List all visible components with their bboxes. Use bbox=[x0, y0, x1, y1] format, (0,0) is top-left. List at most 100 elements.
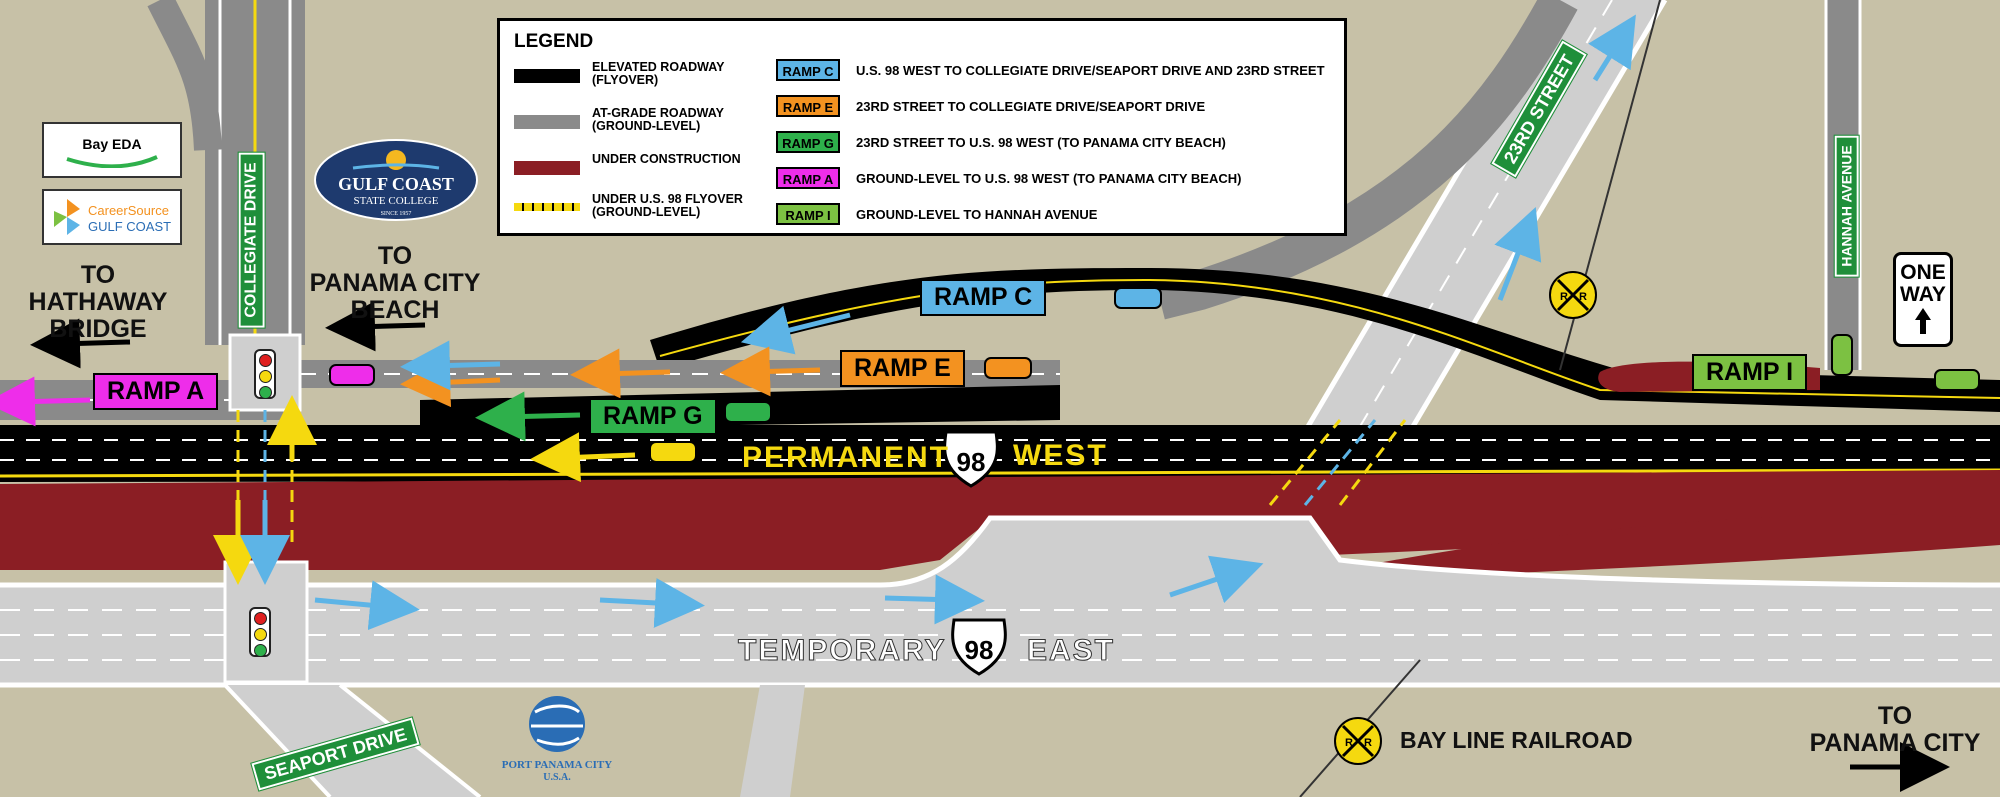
legend-ramp-code: RAMP E bbox=[776, 95, 840, 117]
railroad-crossing-icon: R R bbox=[1334, 717, 1382, 765]
direction-arrow-icon bbox=[1169, 555, 1264, 604]
svg-text:U.S.A.: U.S.A. bbox=[543, 772, 571, 783]
one-way-text: WAY bbox=[1900, 283, 1946, 306]
ramp-g-label: RAMP G bbox=[589, 398, 717, 435]
gulf-coast-state-college-logo: GULF COAST STATE COLLEGE SINCE 1957 bbox=[314, 139, 478, 221]
direction-arrow-icon bbox=[720, 346, 821, 397]
destination-line: TO bbox=[1877, 702, 1913, 730]
one-way-text: ONE bbox=[1900, 261, 1946, 284]
legend: LEGEND ELEVATED ROADWAY(FLYOVER) AT-GRAD… bbox=[497, 18, 1347, 236]
ramp-e-label: RAMP E bbox=[840, 350, 965, 387]
ramp-a-label: RAMP A bbox=[93, 373, 219, 410]
car-icon bbox=[1831, 334, 1853, 376]
street-sign-collegiate-drive: COLLEGIATE DRIVE bbox=[238, 145, 265, 335]
legend-text-line: (FLYOVER) bbox=[592, 73, 659, 87]
svg-text:R: R bbox=[1345, 737, 1353, 749]
street-sign-hannah-avenue: HANNAH AVENUE bbox=[1834, 129, 1859, 283]
svg-text:PORT PANAMA CITY: PORT PANAMA CITY bbox=[502, 759, 612, 771]
legend-ramp-code: RAMP I bbox=[776, 203, 840, 225]
destination-panama-city-beach: TO PANAMA CITY BEACH bbox=[300, 243, 490, 324]
traffic-signal-icon bbox=[254, 349, 276, 399]
direction-arrow-icon bbox=[30, 318, 131, 369]
svg-text:R: R bbox=[1560, 291, 1568, 303]
legend-text-line: UNDER U.S. 98 FLYOVER bbox=[592, 192, 743, 206]
direction-arrow-icon bbox=[1494, 206, 1542, 301]
legend-text: UNDER CONSTRUCTION bbox=[592, 153, 741, 166]
legend-text-line: ELEVATED ROADWAY bbox=[592, 60, 725, 74]
careersource-logo: CareerSource GULF COAST bbox=[42, 189, 182, 245]
legend-ramp-desc: U.S. 98 WEST TO COLLEGIATE DRIVE/SEAPORT… bbox=[856, 63, 1325, 78]
legend-text-line: (GROUND-LEVEL) bbox=[592, 205, 701, 219]
direction-arrow-icon bbox=[400, 340, 501, 391]
legend-swatch bbox=[514, 161, 580, 175]
direction-arrow-icon bbox=[0, 376, 91, 427]
legend-line-item: ELEVATED ROADWAY(FLYOVER) bbox=[500, 61, 750, 89]
one-way-sign: ONE WAY bbox=[1893, 252, 1953, 347]
legend-line-item: UNDER CONSTRUCTION bbox=[500, 153, 750, 181]
legend-swatch bbox=[514, 203, 580, 211]
careersource-icon bbox=[54, 199, 80, 235]
legend-ramp-code: RAMP C bbox=[776, 59, 840, 81]
direction-arrow-icon bbox=[400, 357, 501, 408]
permanent-label: PERMANENT bbox=[742, 441, 951, 474]
bay-eda-logo: Bay EDA bbox=[42, 122, 182, 178]
direction-arrow-icon bbox=[314, 580, 420, 631]
legend-ramp-item: RAMP I GROUND-LEVEL TO HANNAH AVENUE bbox=[776, 203, 1336, 229]
destination-line: BEACH bbox=[350, 296, 440, 324]
railroad-label: BAY LINE RAILROAD bbox=[1400, 727, 1633, 753]
car-icon bbox=[984, 357, 1032, 379]
legend-ramp-item: RAMP C U.S. 98 WEST TO COLLEGIATE DRIVE/… bbox=[776, 59, 1336, 85]
destination-line: PANAMA CITY bbox=[1809, 729, 1981, 757]
legend-text: UNDER U.S. 98 FLYOVER(GROUND-LEVEL) bbox=[592, 193, 743, 219]
svg-text:SINCE 1957: SINCE 1957 bbox=[381, 211, 412, 217]
traffic-signal-icon bbox=[249, 607, 271, 657]
legend-ramp-desc: GROUND-LEVEL TO HANNAH AVENUE bbox=[856, 207, 1098, 222]
legend-text-line: (GROUND-LEVEL) bbox=[592, 119, 701, 133]
legend-text: AT-GRADE ROADWAY(GROUND-LEVEL) bbox=[592, 107, 724, 133]
direction-arrow-icon bbox=[475, 391, 581, 442]
car-icon bbox=[1114, 287, 1162, 309]
svg-text:98: 98 bbox=[965, 635, 994, 665]
ramp-i-label: RAMP I bbox=[1692, 354, 1808, 391]
port-panama-city-logo: PORT PANAMA CITY U.S.A. bbox=[502, 696, 612, 783]
us98-shield-east: 98 bbox=[951, 618, 1007, 676]
legend-title: LEGEND bbox=[514, 31, 594, 52]
legend-text: ELEVATED ROADWAY(FLYOVER) bbox=[592, 61, 724, 87]
destination-line: TO bbox=[80, 261, 116, 289]
svg-text:R: R bbox=[1364, 737, 1372, 749]
legend-swatch bbox=[514, 115, 580, 129]
legend-ramp-item: RAMP G 23RD STREET TO U.S. 98 WEST (TO P… bbox=[776, 131, 1336, 157]
svg-text:R: R bbox=[1579, 291, 1587, 303]
direction-arrow-icon bbox=[599, 577, 705, 628]
svg-text:GULF COAST: GULF COAST bbox=[338, 174, 454, 194]
careersource-text: GULF COAST bbox=[88, 219, 172, 234]
svg-text:98: 98 bbox=[957, 447, 986, 477]
direction-arrow-icon bbox=[325, 301, 426, 352]
careersource-text: CareerSource bbox=[88, 203, 169, 218]
one-way-arrow-icon bbox=[1915, 308, 1931, 334]
legend-ramp-desc: 23RD STREET TO COLLEGIATE DRIVE/SEAPORT … bbox=[856, 99, 1206, 114]
swoosh-icon bbox=[66, 155, 158, 168]
direction-arrow-icon bbox=[570, 348, 671, 399]
legend-ramp-desc: 23RD STREET TO U.S. 98 WEST (TO PANAMA C… bbox=[856, 135, 1226, 150]
legend-ramp-desc: GROUND-LEVEL TO U.S. 98 WEST (TO PANAMA … bbox=[856, 171, 1242, 186]
direction-arrow-icon bbox=[1588, 14, 1636, 82]
car-icon bbox=[1934, 369, 1980, 391]
cars bbox=[329, 287, 1980, 463]
legend-text-line: UNDER CONSTRUCTION bbox=[592, 152, 741, 166]
legend-ramp-code: RAMP A bbox=[776, 167, 840, 189]
legend-ramp-item: RAMP A GROUND-LEVEL TO U.S. 98 WEST (TO … bbox=[776, 167, 1336, 193]
legend-line-item: UNDER U.S. 98 FLYOVER(GROUND-LEVEL) bbox=[500, 193, 750, 221]
direction-arrow-icon bbox=[740, 305, 851, 355]
bay-eda-text: Bay EDA bbox=[82, 136, 142, 152]
us98-shield-west: 98 bbox=[943, 430, 999, 488]
legend-ramp-code: RAMP G bbox=[776, 131, 840, 153]
destination-line: HATHAWAY bbox=[28, 288, 168, 316]
legend-text-line: AT-GRADE ROADWAY bbox=[592, 106, 724, 120]
destination-panama-city: TO PANAMA CITY bbox=[1800, 703, 1990, 757]
east-label: EAST bbox=[1026, 634, 1116, 667]
direction-arrows bbox=[0, 14, 1636, 631]
car-icon bbox=[649, 441, 697, 463]
destination-hathaway-bridge: TO HATHAWAY BRIDGE bbox=[28, 262, 168, 343]
